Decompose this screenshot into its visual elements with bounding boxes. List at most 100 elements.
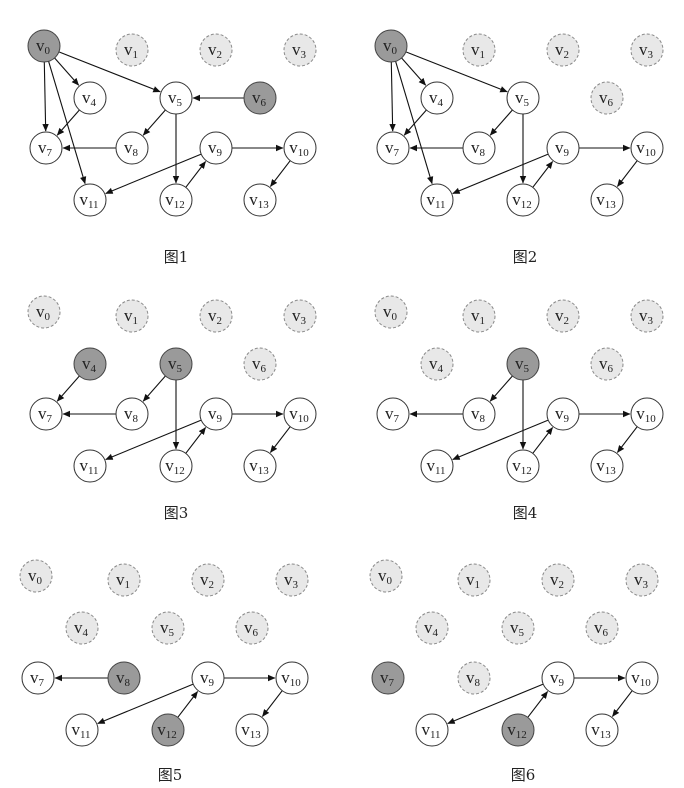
vertex-circle: [191, 563, 225, 597]
vertex-v9: v9: [546, 397, 580, 431]
vertex-v11: v11: [73, 183, 107, 217]
vertex-circle: [199, 131, 233, 165]
vertex-label: v6: [252, 354, 267, 375]
vertex-circle: [457, 661, 491, 695]
vertex-label: v3: [634, 570, 649, 591]
vertex-circle: [506, 183, 540, 217]
vertex-circle: [235, 611, 269, 645]
vertex-circle: [590, 449, 624, 483]
panel-edges: [56, 375, 291, 461]
vertex-label: v3: [292, 306, 307, 327]
vertex-v2: v2: [199, 299, 233, 333]
vertex-v10: v10: [630, 397, 664, 431]
edge-v0-v5: [58, 51, 161, 93]
vertex-v5: v5: [159, 81, 193, 115]
vertex-circle: [21, 661, 55, 695]
vertex-v0: v0: [369, 559, 403, 593]
vertex-v0: v0: [27, 295, 61, 329]
vertex-label: v11: [421, 720, 440, 741]
vertex-circle: [243, 347, 277, 381]
vertex-v3: v3: [625, 563, 659, 597]
vertex-v13: v13: [590, 183, 624, 217]
vertex-v3: v3: [283, 33, 317, 67]
vertex-circle: [546, 397, 580, 431]
vertex-v13: v13: [590, 449, 624, 483]
vertex-label: v2: [550, 570, 564, 591]
vertex-circle: [65, 713, 99, 747]
vertex-v8: v8: [115, 397, 149, 431]
panel-caption: 图3: [164, 504, 189, 522]
vertex-v6: v6: [243, 81, 277, 115]
vertex-label: v1: [471, 40, 485, 61]
vertex-label: v7: [385, 138, 400, 159]
vertex-label: v9: [200, 668, 215, 689]
vertex-v4: v4: [73, 81, 107, 115]
vertex-circle: [585, 713, 619, 747]
vertex-label: v13: [596, 190, 616, 211]
edge-v0-v4: [54, 57, 80, 86]
vertex-v6: v6: [585, 611, 619, 645]
vertex-label: v10: [631, 668, 651, 689]
vertex-label: v10: [281, 668, 301, 689]
vertex-label: v12: [507, 720, 527, 741]
vertex-label: v12: [512, 190, 532, 211]
vertex-v4: v4: [415, 611, 449, 645]
vertex-label: v12: [157, 720, 177, 741]
vertex-label: v8: [471, 138, 486, 159]
vertex-v9: v9: [541, 661, 575, 695]
vertex-v4: v4: [73, 347, 107, 381]
vertex-circle: [235, 713, 269, 747]
vertex-v12: v12: [501, 713, 535, 747]
vertex-circle: [546, 131, 580, 165]
panel-caption: 图6: [511, 766, 536, 784]
vertex-circle: [151, 713, 185, 747]
vertex-v12: v12: [159, 183, 193, 217]
vertex-v13: v13: [243, 449, 277, 483]
vertex-label: v0: [28, 566, 43, 587]
vertex-label: v3: [292, 40, 307, 61]
panel-caption: 图5: [158, 766, 183, 784]
vertex-label: v12: [165, 456, 185, 477]
vertex-label: v2: [200, 570, 214, 591]
edge-v12-v9: [532, 161, 554, 188]
vertex-label: v6: [599, 354, 614, 375]
vertex-v9: v9: [199, 131, 233, 165]
vertex-label: v13: [249, 456, 269, 477]
vertex-v7: v7: [29, 131, 63, 165]
vertex-v9: v9: [546, 131, 580, 165]
vertex-label: v10: [289, 138, 309, 159]
vertex-circle: [73, 449, 107, 483]
vertex-v13: v13: [235, 713, 269, 747]
vertex-circle: [275, 661, 309, 695]
vertex-v12: v12: [159, 449, 193, 483]
vertex-label: v0: [378, 566, 393, 587]
vertex-v3: v3: [630, 299, 664, 333]
vertex-circle: [243, 81, 277, 115]
vertex-v0: v0: [19, 559, 53, 593]
vertex-circle: [107, 661, 141, 695]
vertex-circle: [546, 299, 580, 333]
vertex-label: v2: [208, 306, 222, 327]
vertex-circle: [541, 563, 575, 597]
edge-v9-v11: [452, 419, 549, 461]
vertex-label: v8: [471, 404, 486, 425]
vertex-v1: v1: [462, 299, 496, 333]
vertex-v5: v5: [506, 347, 540, 381]
vertex-circle: [29, 397, 63, 431]
edge-v0-v4: [401, 57, 427, 86]
vertex-circle: [585, 611, 619, 645]
vertex-v11: v11: [420, 183, 454, 217]
vertex-label: v8: [466, 668, 481, 689]
vertex-v12: v12: [151, 713, 185, 747]
vertex-circle: [29, 131, 63, 165]
edge-v9-v11: [105, 419, 202, 461]
vertex-label: v4: [82, 354, 97, 375]
panel-edges: [54, 674, 283, 725]
vertex-v9: v9: [199, 397, 233, 431]
vertex-v8: v8: [115, 131, 149, 165]
vertex-circle: [275, 563, 309, 597]
